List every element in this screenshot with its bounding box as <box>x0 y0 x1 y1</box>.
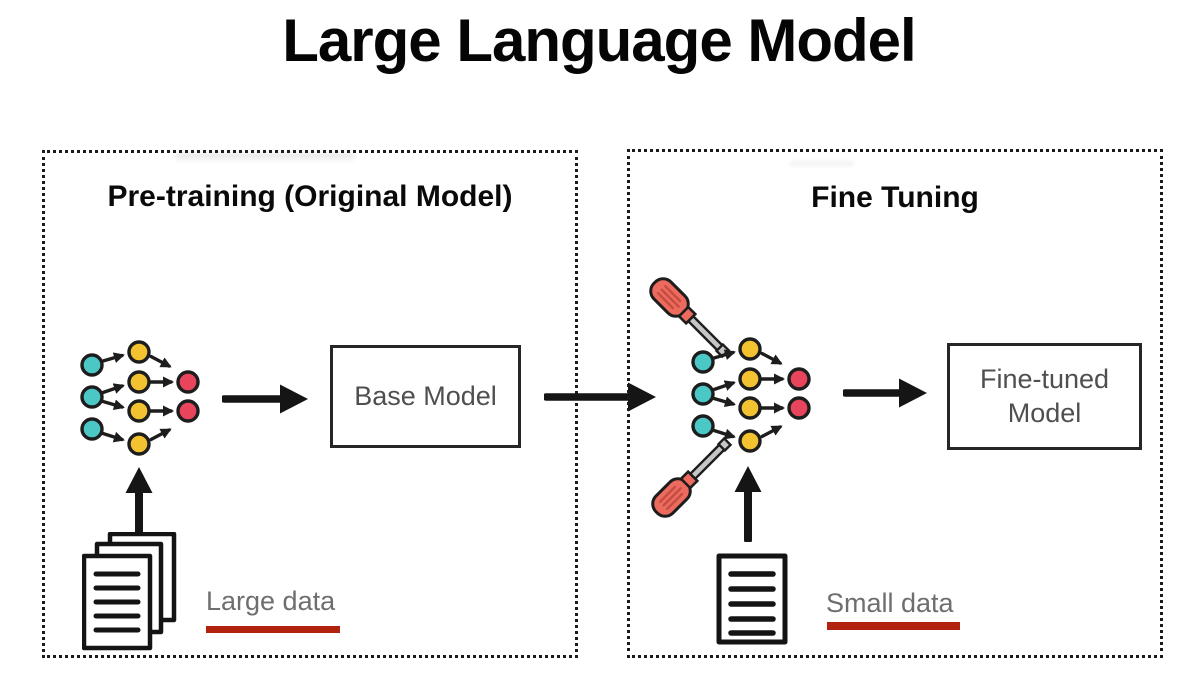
fine-tuning-panel <box>627 149 1163 658</box>
fine-tuned-model-label: Fine-tuned Model <box>979 363 1110 428</box>
arrow-up-icon <box>734 466 762 542</box>
neural-network-icon <box>80 340 200 462</box>
erased-text-artifact <box>790 161 854 166</box>
red-underline <box>206 626 340 633</box>
fine-tuning-title: Fine Tuning <box>811 181 979 214</box>
red-underline <box>827 622 960 630</box>
arrow-right-icon <box>222 384 308 414</box>
documents-stack-icon <box>82 532 177 651</box>
pretraining-title: Pre-training (Original Model) <box>107 180 513 213</box>
arrow-right-icon <box>843 378 927 408</box>
small-data-label: Small data <box>826 588 954 618</box>
erased-text-artifact <box>175 152 355 160</box>
fine-tuned-model-box: Fine-tuned Model <box>947 343 1142 450</box>
neural-network-icon <box>691 337 811 459</box>
page-title: Large Language Model <box>282 7 916 74</box>
arrow-right-icon <box>544 382 656 412</box>
arrow-up-icon <box>125 467 153 533</box>
large-data-label: Large data <box>206 586 336 616</box>
base-model-box: Base Model <box>330 345 521 448</box>
pretraining-panel <box>42 150 578 658</box>
base-model-label: Base Model <box>354 380 497 411</box>
document-icon <box>716 553 788 645</box>
